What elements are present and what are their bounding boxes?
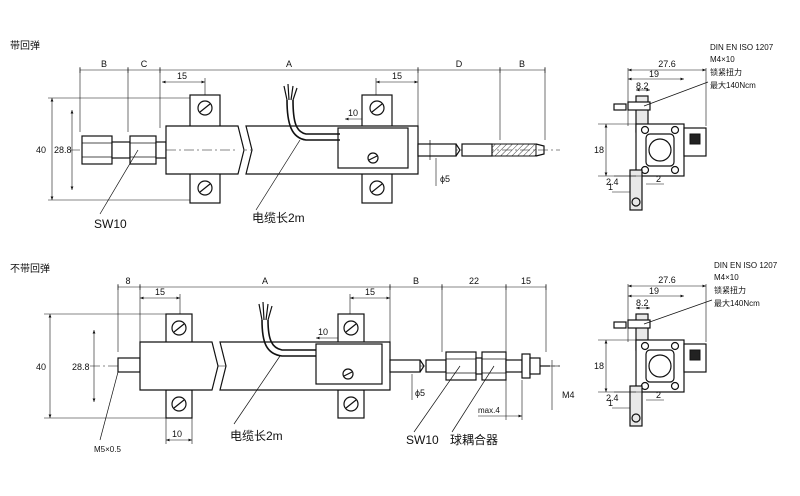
side-dim-18: 18 (594, 145, 604, 155)
note-m4x10: M4×10 (710, 55, 735, 64)
side-b-dim-2: 2 (656, 390, 661, 400)
dim-a: A (286, 59, 292, 69)
dim-10: 10 (348, 108, 358, 118)
dim-max4: max.4 (478, 406, 500, 415)
mount-clamp-left-top (189, 94, 221, 128)
mount-clamp-bl-bottom (165, 389, 193, 419)
side-dim-2-4: 2.4 (606, 177, 619, 187)
side-b-dim-18: 18 (594, 361, 604, 371)
callout-sw10-bottom: SW10 (406, 433, 439, 447)
mount-clamp-br-top (337, 313, 365, 345)
dim-b-right: B (519, 59, 525, 69)
top-main-view: 带回弹 B C A D B 15 15 10 (10, 39, 560, 231)
dim-22: 22 (469, 276, 479, 286)
side-b-dim-27-6: 27.6 (658, 275, 676, 285)
note-b-m4x10: M4×10 (714, 273, 739, 282)
callout-m5: M5×0.5 (94, 445, 121, 454)
dim-b-bottom: B (413, 276, 419, 286)
dim-10-top-bottom: 10 (318, 327, 328, 337)
note-torque-max: 最大140Ncm (710, 80, 756, 90)
sensor-housing-bottom (139, 341, 391, 391)
callout-ball-joint: 球耦合器 (450, 432, 498, 447)
side-dim-27-6: 27.6 (658, 59, 676, 69)
mount-clamp-bl-top (165, 313, 193, 345)
side-dim-19: 19 (649, 69, 659, 79)
rod: ϕ5 (417, 140, 545, 186)
dim-m4: M4 (562, 390, 575, 400)
side-b-dim-1: 1 (608, 398, 613, 408)
side-b-dim-2-4: 2.4 (606, 393, 619, 403)
dim-d: D (456, 59, 463, 69)
dim-b-left: B (101, 59, 107, 69)
note-torque-label: 锁紧扭力 (710, 67, 742, 77)
callout-cable-bottom: 电缆长2m (230, 429, 283, 443)
side-dim-2: 2 (656, 174, 661, 184)
section-label-without-spring: 不带回弹 (10, 262, 50, 275)
section-label-with-spring: 带回弹 (10, 39, 40, 52)
top-side-view: 27.6 19 8.2 18 2.4 1 2 DIN EN ISO 1207 M… (594, 43, 774, 211)
dimension-chain-bottom: 8 A B 22 15 15 15 10 10 (117, 276, 547, 444)
bottom-main-view: 不带回弹 8 A B 22 15 15 15 10 (10, 262, 575, 454)
dim-40: 40 (36, 145, 46, 155)
dim-phi5: ϕ5 (440, 174, 450, 184)
dimension-height-bottom: 40 28.8 (36, 313, 166, 419)
dim-10-bottom: 10 (172, 429, 182, 439)
dim-phi5-bottom: ϕ5 (415, 388, 425, 398)
dim-8: 8 (125, 276, 130, 286)
mount-clamp-left-bottom (189, 172, 221, 204)
mount-clamp-right-bottom (361, 172, 393, 204)
callout-sw10: SW10 (94, 217, 127, 231)
end-stud (117, 357, 141, 373)
dim-c: C (141, 59, 148, 69)
dim-15-left-bottom: 15 (155, 287, 165, 297)
sensor-housing (165, 125, 419, 175)
dim-15-right-bottom: 15 (365, 287, 375, 297)
note-din: DIN EN ISO 1207 (710, 43, 774, 52)
dim-15-left: 15 (177, 71, 187, 81)
dim-a-bottom: A (262, 276, 268, 286)
callout-cable: 电缆长2m (252, 211, 305, 225)
cable (283, 83, 340, 141)
side-b-dim-8-2: 8.2 (636, 298, 649, 308)
note-b-torque-max: 最大140Ncm (714, 298, 760, 308)
mount-clamp-br-bottom (337, 389, 365, 419)
dim-28-8-bottom: 28.8 (72, 362, 90, 372)
dimension-height: 40 28.8 (36, 97, 190, 201)
dim-15-right: 15 (392, 71, 402, 81)
rod-bottom: ϕ5 M4 max.4 (389, 351, 575, 420)
cable-bottom (258, 301, 316, 357)
spring-fitting-left (81, 135, 167, 165)
dim-15-end: 15 (521, 276, 531, 286)
dimension-chain-top: B C A D B 15 15 10 (79, 59, 546, 140)
side-b-dim-19: 19 (649, 286, 659, 296)
dim-28-8: 28.8 (54, 145, 72, 155)
mount-clamp-right-top (361, 94, 393, 128)
note-b-torque-label: 锁紧扭力 (714, 285, 746, 295)
side-dim-1: 1 (608, 182, 613, 192)
bottom-side-view: 27.6 19 8.2 18 2.4 1 2 DIN EN ISO 1207 M… (594, 261, 778, 427)
side-dim-8-2: 8.2 (636, 81, 649, 91)
note-b-din: DIN EN ISO 1207 (714, 261, 778, 270)
dim-40-bottom: 40 (36, 362, 46, 372)
